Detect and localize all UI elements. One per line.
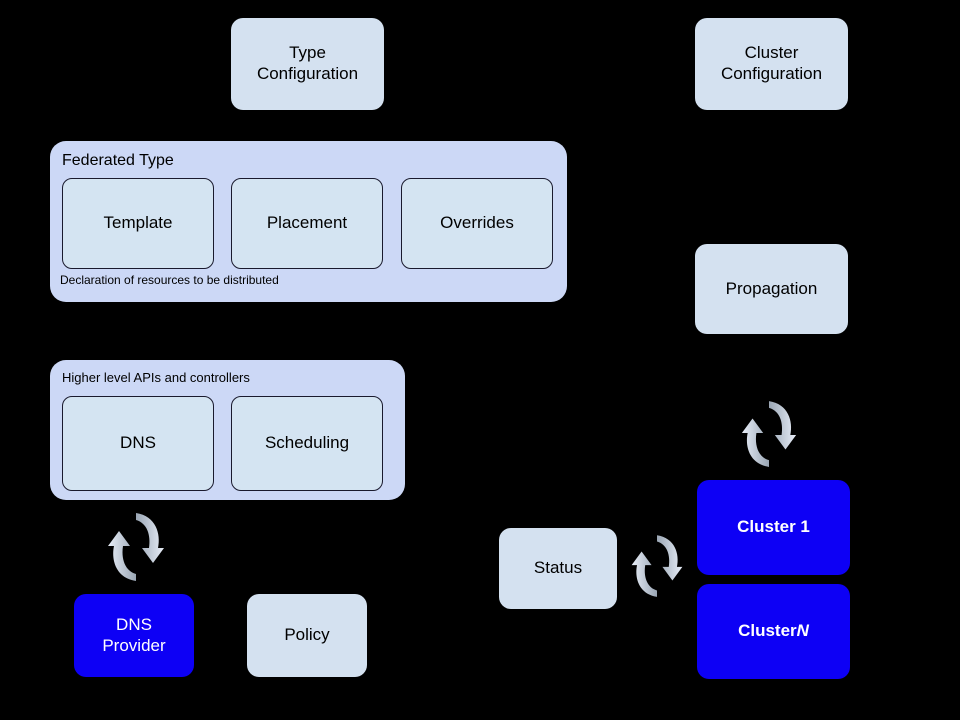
sync-cycle-icon [631,535,683,597]
node-cluster-configuration[interactable]: Cluster Configuration [695,18,848,110]
node-dns[interactable]: DNS [62,396,214,491]
node-overrides[interactable]: Overrides [401,178,553,269]
node-policy[interactable]: Policy [247,594,367,677]
node-scheduling[interactable]: Scheduling [231,396,383,491]
panel-federated-type-title: Federated Type [62,152,174,169]
sync-cycle-icon [741,401,797,467]
node-propagation[interactable]: Propagation [695,244,848,334]
node-cluster-n-label: Cluster [738,621,797,641]
node-dns-provider[interactable]: DNS Provider [74,594,194,677]
panel-higher-level-apis-title: Higher level APIs and controllers [62,370,250,385]
node-template[interactable]: Template [62,178,214,269]
sync-cycle-icon [108,513,164,581]
node-placement[interactable]: Placement [231,178,383,269]
node-cluster-1[interactable]: Cluster 1 [697,480,850,575]
node-cluster-n-symbol: N [796,621,809,641]
node-type-configuration[interactable]: Type Configuration [231,18,384,110]
node-cluster-n[interactable]: Cluster N [697,584,850,679]
node-status[interactable]: Status [499,528,617,609]
panel-federated-type-caption: Declaration of resources to be distribut… [60,273,279,287]
